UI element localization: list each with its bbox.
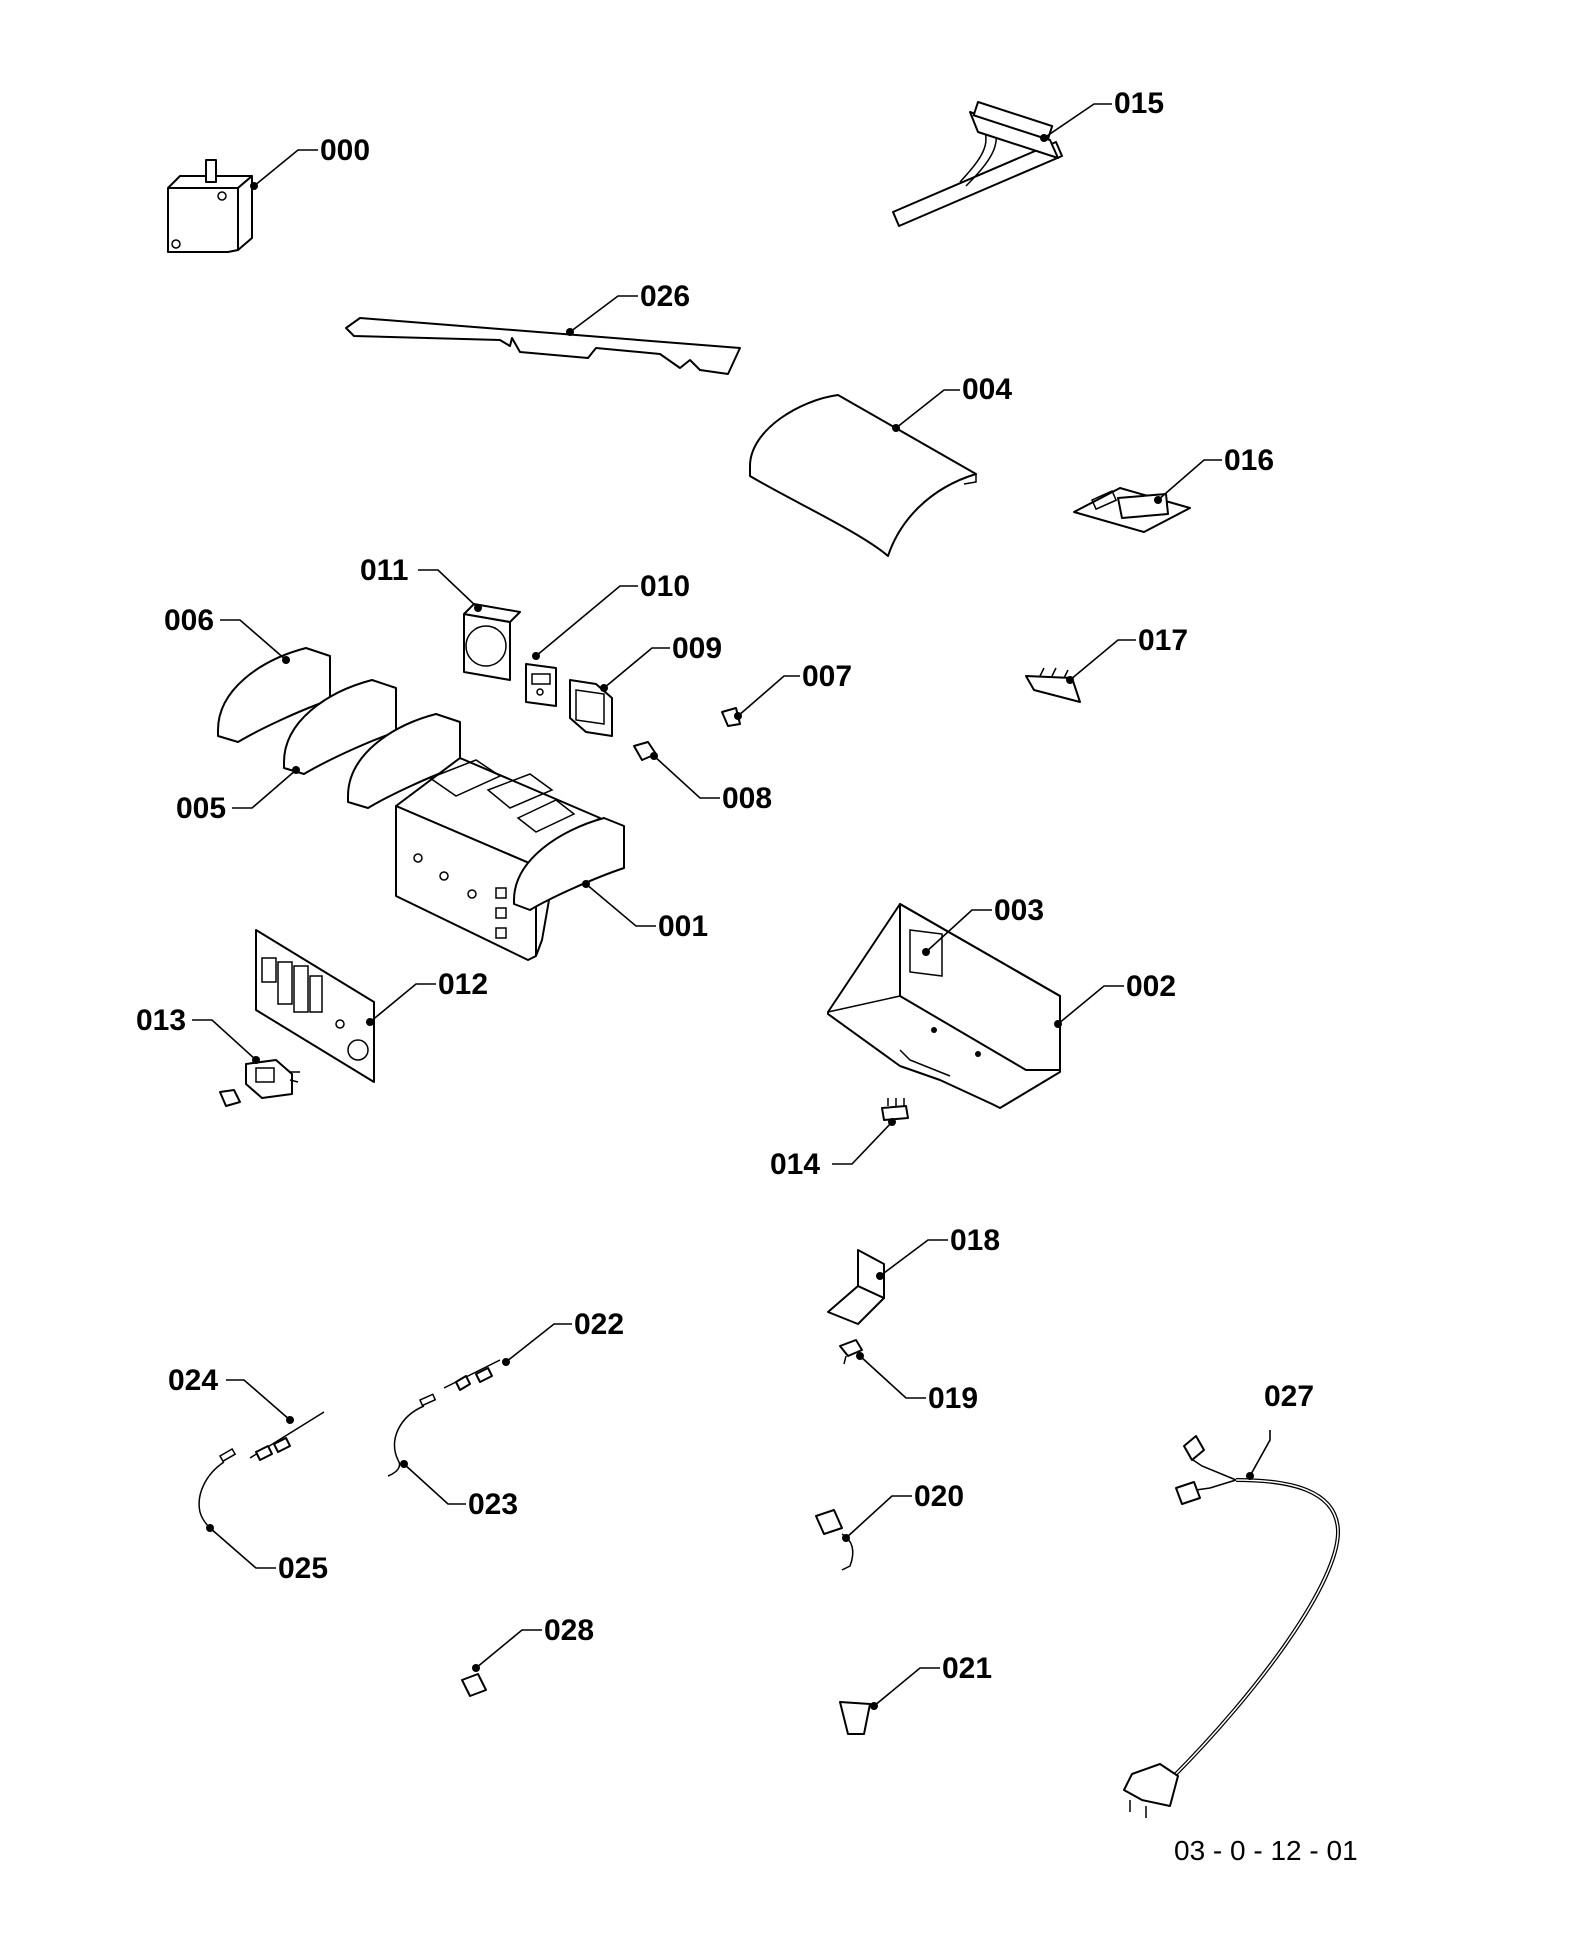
part-011: [463, 603, 521, 681]
callout-005: 005: [176, 766, 300, 825]
label-009: 009: [672, 632, 722, 665]
part-022: [443, 1359, 501, 1391]
part-027: [1123, 1435, 1341, 1818]
callout-025: 025: [206, 1524, 328, 1585]
callout-018: 018: [876, 1224, 1000, 1280]
part-004: [749, 394, 977, 557]
callout-007: 007: [734, 660, 852, 720]
callout-012: 012: [366, 968, 488, 1026]
callout-002: 002: [1054, 970, 1176, 1028]
part-020: [815, 1509, 854, 1571]
label-015: 015: [1114, 87, 1164, 120]
callout-001: 001: [582, 880, 708, 943]
label-022: 022: [574, 1308, 624, 1341]
label-025: 025: [278, 1552, 328, 1585]
callout-016: 016: [1154, 444, 1274, 504]
callout-020: 020: [842, 1480, 964, 1542]
label-005: 005: [176, 792, 226, 825]
label-012: 012: [438, 968, 488, 1001]
callout-009: 009: [600, 632, 722, 692]
part-023: [387, 1393, 437, 1477]
label-018: 018: [950, 1224, 1000, 1257]
part-010: [525, 663, 557, 707]
label-023: 023: [468, 1488, 518, 1521]
callout-011: 011: [360, 554, 482, 612]
part-019: [839, 1339, 863, 1365]
part-016: [1073, 487, 1191, 533]
callout-015: 015: [1040, 87, 1164, 142]
part-013: [219, 1059, 300, 1107]
callout-024: 024: [168, 1364, 294, 1424]
callout-026: 026: [566, 280, 690, 336]
label-006: 006: [164, 604, 214, 637]
label-001: 001: [658, 910, 708, 943]
label-004: 004: [962, 373, 1012, 406]
part-018: [827, 1249, 885, 1325]
part-024: [249, 1411, 325, 1461]
callout-003: 003: [909, 894, 1044, 977]
part-002: [827, 903, 1061, 1109]
label-028: 028: [544, 1614, 594, 1647]
label-016: 016: [1224, 444, 1274, 477]
label-019: 019: [928, 1382, 978, 1415]
part-017: [1025, 667, 1081, 703]
callout-010: 010: [532, 570, 690, 660]
callout-021: 021: [870, 1652, 992, 1710]
part-025: [198, 1447, 237, 1529]
callout-023: 023: [400, 1460, 518, 1521]
label-027: 027: [1264, 1380, 1314, 1413]
part-021: [839, 1701, 871, 1735]
label-007: 007: [802, 660, 852, 693]
callout-008: 008: [650, 752, 772, 815]
label-011: 011: [360, 554, 408, 587]
callout-006: 006: [164, 604, 290, 664]
callout-017: 017: [1066, 624, 1188, 684]
part-007: [721, 707, 741, 727]
callout-028: 028: [472, 1614, 594, 1672]
label-008: 008: [722, 782, 772, 815]
part-005: [283, 679, 397, 775]
label-017: 017: [1138, 624, 1188, 657]
callout-004: 004: [892, 373, 1012, 432]
label-024: 024: [168, 1364, 218, 1397]
label-021: 021: [942, 1652, 992, 1685]
part-026: [345, 317, 741, 375]
callout-014: 014: [770, 1118, 896, 1181]
callout-000: 000: [250, 134, 370, 190]
callout-027: 027: [1246, 1380, 1314, 1480]
label-014: 014: [770, 1148, 820, 1181]
part-001: [347, 713, 625, 961]
label-013: 013: [136, 1004, 186, 1037]
drawing-number: 03 - 0 - 12 - 01: [1174, 1835, 1358, 1866]
part-014: [881, 1098, 909, 1121]
part-000: [167, 159, 253, 253]
callout-022: 022: [502, 1308, 624, 1366]
label-002: 002: [1126, 970, 1176, 1003]
label-020: 020: [914, 1480, 964, 1513]
part-006: [217, 647, 331, 743]
label-026: 026: [640, 280, 690, 313]
part-012: [255, 929, 375, 1083]
callout-013: 013: [136, 1004, 260, 1064]
label-003: 003: [994, 894, 1044, 927]
callout-019: 019: [856, 1352, 978, 1415]
part-015: [892, 100, 1063, 227]
part-028: [461, 1673, 487, 1697]
label-000: 000: [320, 134, 370, 167]
part-009: [569, 679, 613, 737]
label-010: 010: [640, 570, 690, 603]
